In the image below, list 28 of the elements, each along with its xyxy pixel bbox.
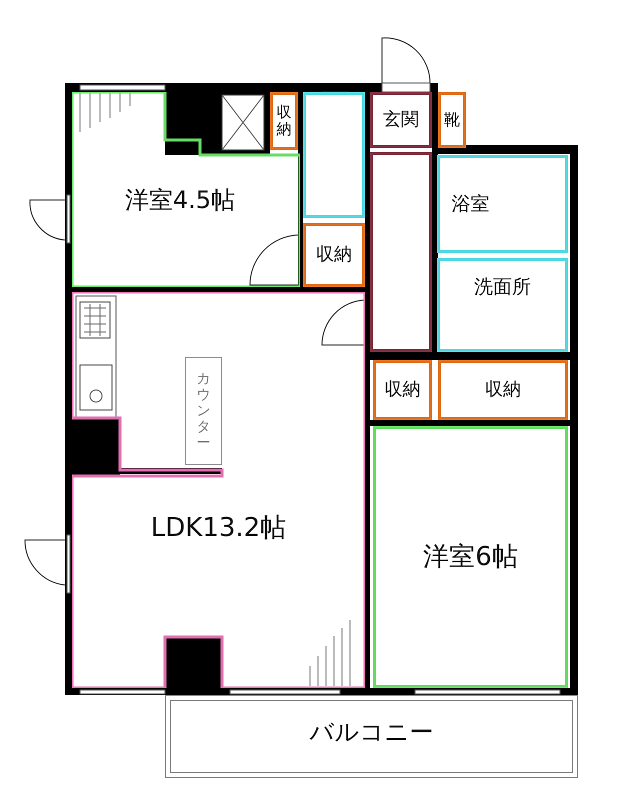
shoe-closet-box — [438, 92, 466, 148]
room-label: 洋室6帖 — [423, 544, 518, 570]
room-label: 浴室 — [452, 194, 490, 214]
room-label: 洋室4.5帖 — [124, 188, 236, 212]
closet-box — [373, 360, 432, 420]
room-label: 玄関 — [383, 111, 419, 129]
room-label: バルコニー — [310, 720, 434, 744]
room-outline — [72, 92, 300, 287]
room-outline — [373, 426, 568, 688]
entrance-box — [370, 92, 432, 148]
room-label: 靴 — [444, 112, 460, 128]
bathroom-box — [437, 155, 568, 253]
room-label: LDK13.2帖 — [150, 515, 286, 541]
hallway-box — [370, 152, 432, 352]
balcony-box — [165, 695, 578, 778]
room-label: 収納 — [316, 246, 352, 264]
room-label: 洗面所 — [474, 278, 531, 296]
closet-box — [303, 223, 365, 287]
room-label: 収納 — [485, 381, 521, 399]
closet-box — [270, 92, 298, 150]
room-outline — [72, 292, 365, 688]
room-label: 収納 — [384, 381, 420, 399]
toilet-room-box — [303, 92, 365, 218]
room-label: 収納 — [276, 104, 292, 138]
washroom-box — [437, 258, 568, 352]
counter-box — [185, 357, 222, 465]
closet-box — [438, 360, 568, 420]
counter-label: カウンター — [196, 370, 211, 452]
